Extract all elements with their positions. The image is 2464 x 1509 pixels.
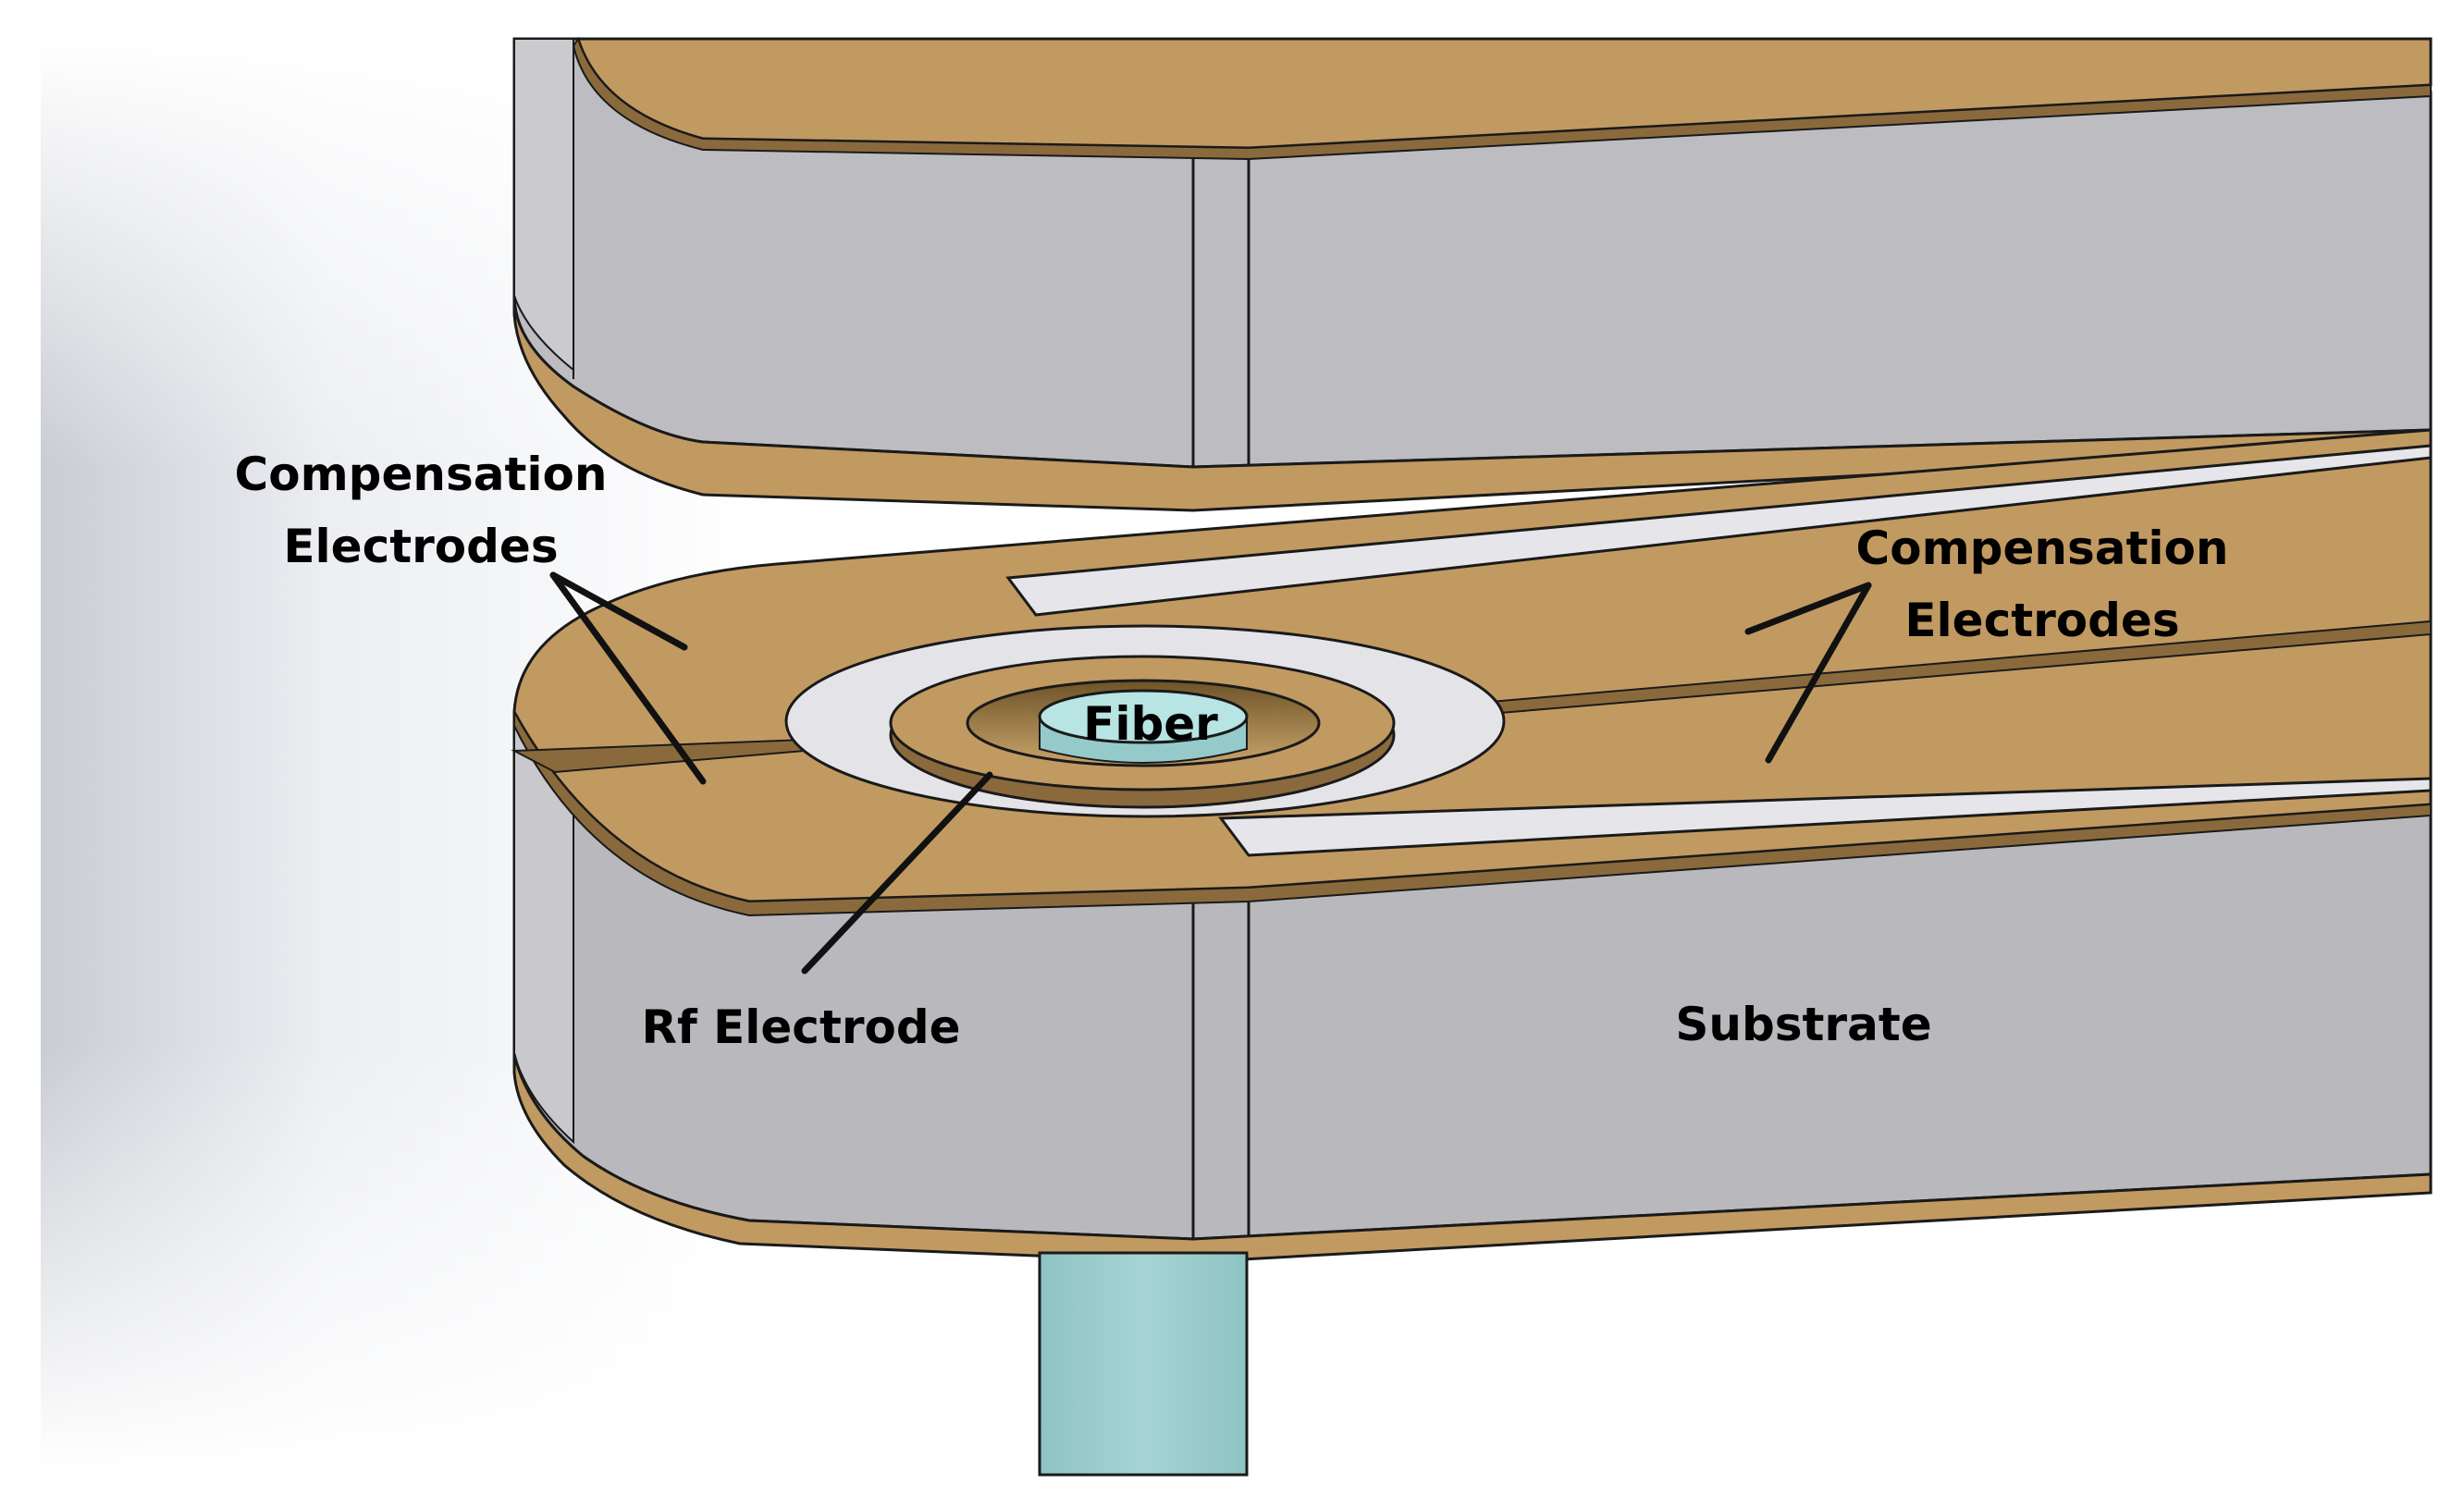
lower-electrode-surface — [511, 428, 2433, 917]
labels: Compensation Electrodes Compensation Ele… — [235, 448, 2229, 1054]
comp-slot-lower — [1218, 777, 2433, 857]
comp-slot-upper — [1005, 444, 2433, 617]
pointer-rf — [801, 771, 993, 975]
pointer-left-b — [549, 571, 707, 785]
label-rf-electrode: Rf Electrode — [641, 1000, 960, 1054]
fiber-shaft — [1038, 1251, 1249, 1477]
pointer-right-b — [1765, 582, 1872, 764]
upper-electrode-edge — [572, 36, 2432, 161]
label-comp-right-2: Electrodes — [1904, 594, 2179, 647]
upper-electrode-bottom — [512, 295, 2433, 512]
label-comp-left-1: Compensation — [235, 448, 608, 501]
upper-substrate — [512, 36, 2433, 512]
lower-electrode-bottom — [512, 1053, 2433, 1264]
label-substrate: Substrate — [1675, 998, 1931, 1051]
label-fiber: Fiber — [1083, 697, 1218, 751]
annotation-lines — [549, 571, 1872, 975]
label-comp-left-2: Electrodes — [283, 520, 558, 573]
pointer-right-a — [1744, 582, 1872, 635]
electrode-plate-edge — [513, 708, 2432, 917]
fiber-tip — [1038, 689, 1249, 744]
pointer-left-a — [549, 571, 688, 651]
label-comp-right-1: Compensation — [1856, 521, 2229, 575]
